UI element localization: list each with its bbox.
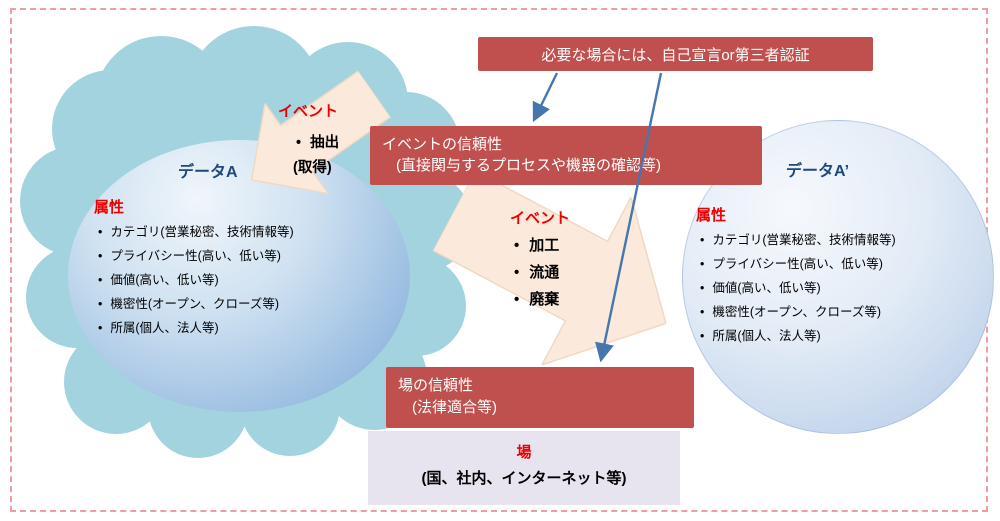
- place-box: 場 (国、社内、インターネット等): [368, 431, 680, 505]
- attr-item: カテゴリ(営業秘密、技術情報等): [98, 220, 293, 244]
- data-a-prime-attr-list: カテゴリ(営業秘密、技術情報等) プライバシー性(高い、低い等) 価値(高い、低…: [700, 228, 896, 348]
- attr-item: プライバシー性(高い、低い等): [700, 252, 896, 276]
- data-a-prime-attr-label: 属性: [696, 207, 727, 224]
- process-event-list: 加工 流通 廃棄: [514, 232, 559, 313]
- attr-item: 価値(高い、低い等): [98, 268, 294, 292]
- process-event-item: 流通: [514, 259, 559, 286]
- place-title: 場: [516, 444, 532, 461]
- data-a-attr-list: カテゴリ(営業秘密、技術情報等) プライバシー性(高い、低い等) 価値(高い、低…: [98, 220, 294, 340]
- certification-note: 必要な場合には、自己宣言or第三者認証: [478, 37, 873, 71]
- extract-event-title: イベント: [278, 103, 339, 120]
- place-trust-line1: 場の信頼性: [398, 377, 474, 394]
- extract-event-item: 抽出: [296, 131, 339, 152]
- attr-item: カテゴリ(営業秘密、技術情報等): [700, 228, 895, 252]
- data-a-attr-label: 属性: [94, 199, 125, 216]
- event-trust-line2: (直接関与するプロセスや機器の確認等): [396, 157, 661, 174]
- data-a-prime-title: データA’: [786, 163, 850, 180]
- event-trust-line1: イベントの信頼性: [382, 136, 503, 153]
- place-desc: (国、社内、インターネット等): [421, 470, 627, 487]
- attr-item: 機密性(オープン、クローズ等): [98, 292, 294, 316]
- attr-item: 価値(高い、低い等): [700, 276, 896, 300]
- process-event-item: 加工: [514, 232, 559, 259]
- extract-event-subitem: (取得): [293, 160, 332, 176]
- attr-item: 所属(個人、法人等): [700, 324, 896, 348]
- place-trust-box: 場の信頼性 (法律適合等): [386, 367, 694, 428]
- data-a-title: データA: [178, 164, 238, 181]
- attr-item: 所属(個人、法人等): [98, 316, 294, 340]
- place-trust-line2: (法律適合等): [412, 399, 497, 416]
- attr-item: プライバシー性(高い、低い等): [98, 244, 294, 268]
- attr-item: 機密性(オープン、クローズ等): [700, 300, 896, 324]
- process-event-title: イベント: [510, 210, 571, 227]
- process-event-item: 廃棄: [514, 286, 559, 313]
- event-trust-box: イベントの信頼性 (直接関与するプロセスや機器の確認等): [370, 126, 762, 185]
